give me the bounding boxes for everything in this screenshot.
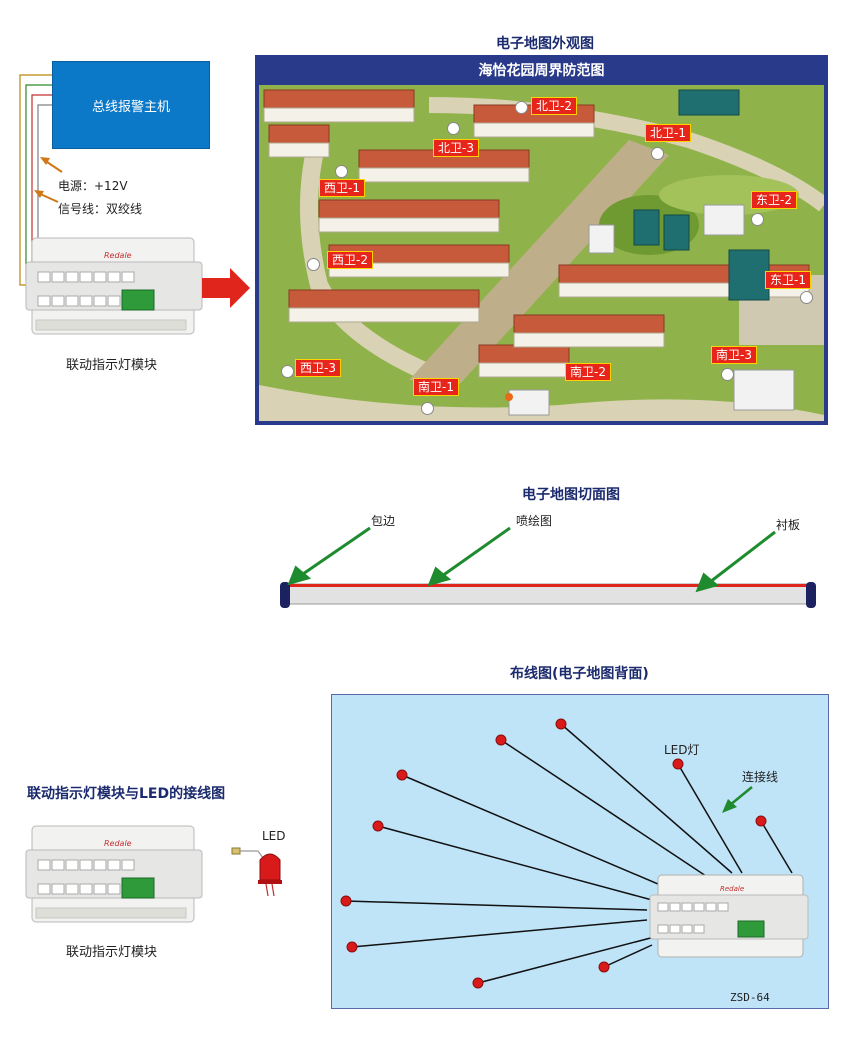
zone-tag-east-2: 东卫-2 [751,191,797,209]
led-label: LED [262,829,286,843]
zone-point [721,368,734,381]
red-arrow-icon [202,268,250,308]
svg-text:Redale: Redale [720,885,744,893]
zone-tag-west-1: 西卫-1 [319,179,365,197]
zone-tag-south-3: 南卫-3 [711,346,757,364]
indicator-module-device-bottom [25,825,203,923]
led-component-icon [231,847,282,897]
zone-point [447,122,460,135]
zone-point [751,213,764,226]
zone-tag-east-1: 东卫-1 [765,271,811,289]
zone-point [335,165,348,178]
svg-text:Redale: Redale [104,251,132,260]
module-caption-bottom: 联动指示灯模块 [66,945,158,960]
electronic-map-frame: 海怡花园周界防范图 [255,55,828,425]
section-label-backboard: 衬板 [776,518,801,532]
zone-point [651,147,664,160]
map-picture: 北卫-2 北卫-1 北卫-3 西卫-1 东卫-2 西卫-2 东卫-1 南卫-3 … [259,85,824,421]
wiring-title: 布线图(电子地图背面) [510,666,649,682]
zone-tag-north-3: 北卫-3 [433,139,479,157]
module-led-wiring-title: 联动指示灯模块与LED的接线图 [27,786,226,802]
led-lamp-label: LED灯 [664,743,700,757]
zone-point [307,258,320,271]
section-label-edging: 包边 [371,514,396,528]
signal-label: 信号线：双绞线 [58,202,143,216]
zone-tag-south-2: 南卫-2 [565,363,611,381]
zone-tag-west-3: 西卫-3 [295,359,341,377]
wiring-backside-panel: Redale LED灯 连接线 ZSD-64 [331,694,829,1009]
connecting-line-label: 连接线 [742,770,779,784]
section-label-print: 喷绘图 [516,514,553,528]
zone-point [800,291,813,304]
zone-tag-west-2: 西卫-2 [327,251,373,269]
cross-section-title: 电子地图切面图 [522,487,620,503]
zone-point [421,402,434,415]
power-label: 电源：+12V [58,179,128,193]
cross-section-diagram [280,526,816,608]
zone-tag-south-1: 南卫-1 [413,378,459,396]
map-exterior-title: 电子地图外观图 [496,36,594,52]
map-illustration [259,85,824,421]
zone-point [515,101,528,114]
model-label: ZSD-64 [730,991,770,1004]
alarm-host-box: 总线报警主机 [52,61,210,149]
wiring-lines: Redale [340,718,809,989]
module-caption-top: 联动指示灯模块 [66,358,158,373]
zone-tag-north-2: 北卫-2 [531,97,577,115]
zone-tag-north-1: 北卫-1 [645,124,691,142]
indicator-module-device: Redale [25,237,203,335]
map-heading: 海怡花园周界防范图 [478,63,605,79]
brand-logo: Redale [104,839,132,848]
zone-point [281,365,294,378]
